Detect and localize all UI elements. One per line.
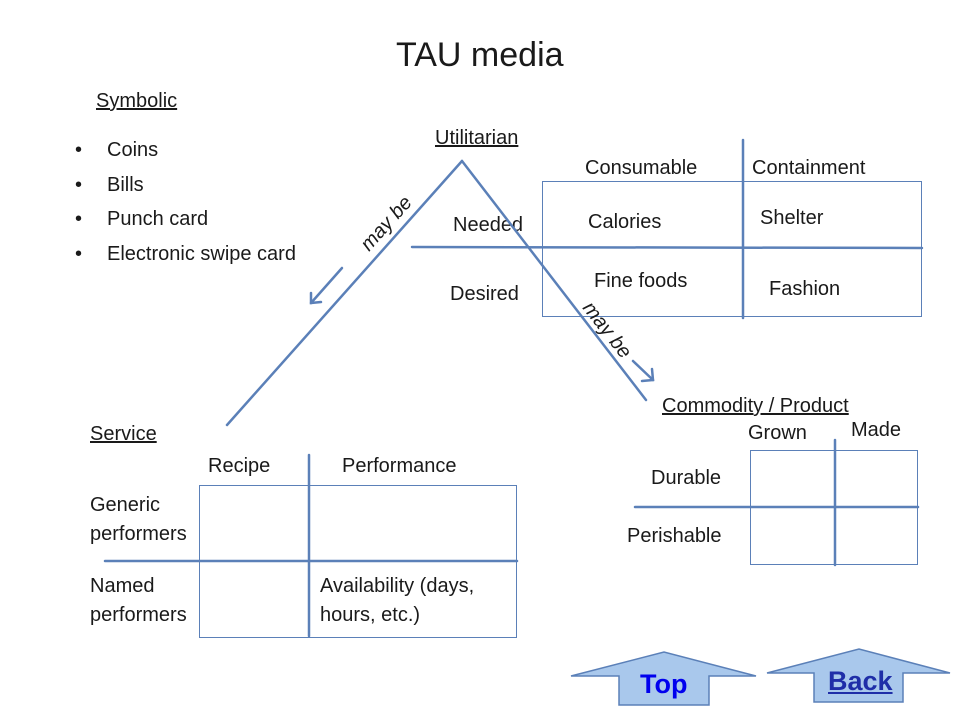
may-be-label-left: may be — [356, 192, 416, 255]
cell-fashion: Fashion — [769, 278, 841, 300]
up-arrow-icon — [766, 648, 951, 703]
row-header-generic-line1: Generic — [90, 494, 161, 516]
list-item: • Electronic swipe card — [75, 237, 296, 272]
cell-availability-line2: hours, etc.) — [320, 604, 421, 626]
row-header-named-line1: Named — [90, 575, 155, 597]
may-be-arrow-right — [631, 359, 655, 382]
row-header-perishable: Perishable — [627, 525, 722, 547]
cell-shelter: Shelter — [760, 207, 824, 229]
arrow-head-icon — [309, 291, 323, 305]
utilitarian-matrix — [542, 181, 922, 317]
back-button[interactable]: Back — [766, 648, 952, 709]
page-title: TAU media — [396, 36, 564, 74]
commodity-matrix — [750, 450, 918, 565]
column-header-performance: Performance — [342, 455, 457, 477]
cell-fine-foods: Fine foods — [594, 270, 688, 292]
column-header-made: Made — [851, 419, 902, 441]
bullet-icon: • — [75, 208, 83, 230]
top-label: Top — [640, 669, 688, 699]
list-item: • Coins — [75, 133, 296, 168]
list-item: • Punch card — [75, 202, 296, 237]
bullet-icon: • — [75, 173, 83, 196]
column-header-grown: Grown — [748, 422, 807, 444]
symbolic-item: Coins — [107, 139, 159, 161]
row-header-generic-line2: performers — [90, 523, 187, 545]
up-arrow-icon — [570, 651, 757, 706]
column-header-recipe: Recipe — [208, 455, 271, 477]
symbolic-list: • Coins • Bills • Punch card • Electronic sw… — [75, 133, 296, 271]
commodity-heading: Commodity / Product — [662, 395, 849, 417]
row-header-named-line2: performers — [90, 604, 187, 626]
top-button[interactable]: Top — [570, 651, 758, 712]
symbolic-item: Punch card — [107, 208, 209, 230]
service-heading: Service — [90, 423, 157, 445]
bullet-icon: • — [75, 242, 83, 265]
bullet-icon: • — [75, 139, 83, 161]
column-header-consumable: Consumable — [585, 157, 698, 179]
back-label[interactable]: Back — [828, 666, 893, 696]
row-header-desired: Desired — [450, 283, 519, 305]
arrow-head-icon — [640, 367, 655, 383]
row-header-durable: Durable — [651, 467, 722, 489]
symbolic-heading: Symbolic — [96, 90, 178, 112]
symbolic-item: Bills — [107, 173, 144, 196]
cell-availability-line1: Availability (days, — [320, 575, 475, 597]
cell-calories: Calories — [588, 211, 662, 233]
row-header-needed: Needed — [453, 214, 524, 236]
symbolic-item: Electronic swipe card — [107, 242, 296, 265]
may-be-arrow-left — [309, 266, 344, 305]
list-item: • Bills — [75, 168, 296, 203]
utilitarian-heading: Utilitarian — [435, 127, 519, 149]
column-header-containment: Containment — [752, 157, 866, 179]
